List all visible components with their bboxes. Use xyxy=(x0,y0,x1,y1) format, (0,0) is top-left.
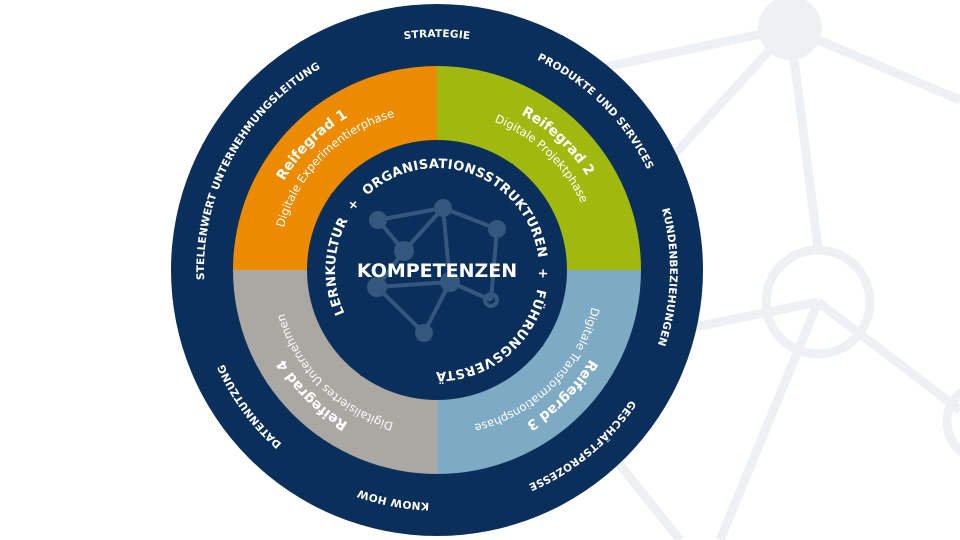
network-ring-node xyxy=(761,245,875,359)
network-icon xyxy=(367,199,506,342)
inner-circle xyxy=(307,140,567,400)
network-node xyxy=(758,0,822,60)
outer-label-strategie: STRATEGIE xyxy=(403,28,471,42)
core-label: KOMPETENZEN xyxy=(357,260,517,282)
